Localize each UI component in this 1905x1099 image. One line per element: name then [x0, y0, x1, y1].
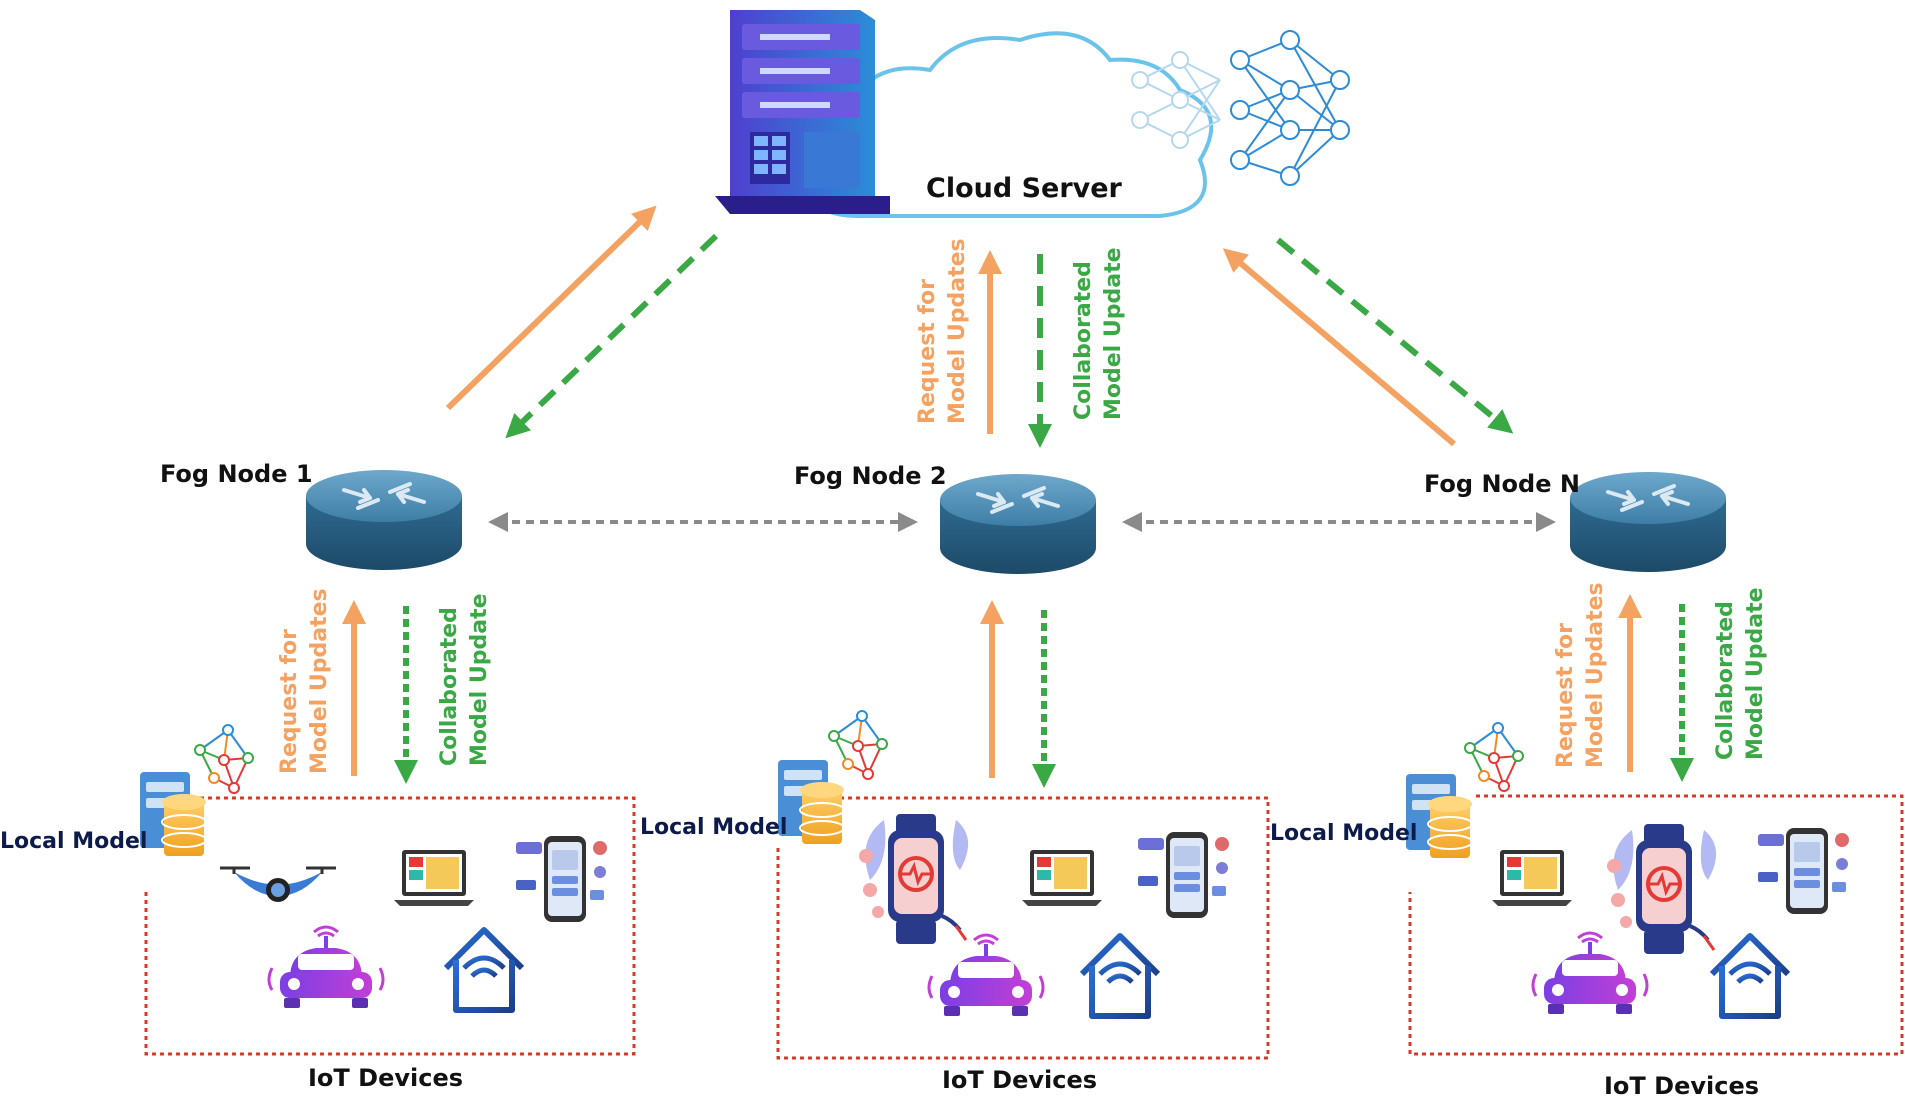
iot-cluster-n: Local Model IoT Devices [1270, 722, 1904, 1099]
local-model-label: Local Model [640, 815, 787, 840]
request-arrow-fog1-cloud [445, 205, 657, 411]
update-arrow-cloud-fog1 [505, 233, 719, 439]
request-label-iot1-line1: Request for [277, 629, 302, 774]
cloud-server: Cloud Server [715, 10, 1350, 218]
collab-label-iot1-line2: Model Update [467, 593, 492, 766]
iot-devices-caption: IoT Devices [942, 1066, 1097, 1094]
smart-home-icon [1082, 936, 1158, 1016]
collab-label-fog2-line2: Model Update [1101, 247, 1126, 420]
fog-node-2-label: Fog Node 2 [794, 462, 947, 490]
iot-cluster-2: Local Model IoT Devices [640, 710, 1270, 1094]
connected-car-icon [1531, 931, 1649, 1016]
smartphone-icon [1138, 832, 1229, 918]
update-arrow-cloud-fogN [1276, 237, 1514, 434]
smart-home-icon [1712, 936, 1788, 1016]
laptop-icon [1022, 850, 1102, 906]
collab-label-fog2-line1: Collaborated [1071, 261, 1096, 420]
cluster-boundary [144, 796, 636, 1056]
model-graph-icon [828, 710, 888, 780]
local-model-icon [139, 771, 207, 857]
smartphone-icon [1758, 828, 1849, 914]
smart-home-icon [446, 930, 522, 1010]
collab-label-iotN-line1: Collaborated [1713, 601, 1738, 760]
connected-car-icon [267, 925, 385, 1010]
laptop-icon [1492, 850, 1572, 906]
cluster-boundary [1408, 794, 1904, 1056]
fog-node-n-label: Fog Node N [1424, 470, 1580, 498]
router-icon [304, 468, 464, 572]
smartwatch-health-icon [857, 812, 971, 946]
collab-label-iotN-line2: Model Update [1743, 587, 1768, 760]
request-arrow-fogN-cloud [1222, 248, 1456, 447]
local-model-icon [777, 759, 845, 845]
smartphone-icon [516, 836, 607, 922]
smartwatch-health-icon [1605, 822, 1719, 956]
iot-cluster-1: Local Model IoT Devices [0, 724, 636, 1092]
laptop-icon [394, 850, 474, 906]
router-icon [938, 472, 1098, 576]
local-model-label: Local Model [0, 829, 147, 854]
model-graph-icon [194, 724, 254, 794]
drone-icon [218, 866, 338, 904]
fog-node-1: Fog Node 1 [160, 460, 464, 572]
request-label-iot1-line2: Model Updates [307, 588, 332, 774]
fog-iot-links [342, 594, 1694, 788]
collab-label-iot1-line1: Collaborated [437, 607, 462, 766]
neural-network-icon [1131, 30, 1350, 186]
model-graph-icon [1464, 722, 1524, 792]
cloud-server-label: Cloud Server [926, 173, 1123, 204]
fog-node-1-label: Fog Node 1 [160, 460, 313, 488]
cluster-boundary [776, 796, 1270, 1060]
router-icon [1568, 470, 1728, 574]
request-label-iotN-line1: Request for [1553, 623, 1578, 768]
iot-devices-caption: IoT Devices [1604, 1072, 1759, 1099]
cloud-fog-links [445, 205, 1514, 448]
iot-devices-caption: IoT Devices [308, 1064, 463, 1092]
request-label-fog2-line1: Request for [915, 279, 940, 424]
request-label-fog2-line2: Model Updates [945, 238, 970, 424]
fog-node-2: Fog Node 2 [794, 462, 1098, 576]
local-model-label: Local Model [1270, 821, 1417, 846]
connected-car-icon [927, 933, 1045, 1018]
server-tower-icon [715, 10, 890, 214]
request-label-iotN-line2: Model Updates [1583, 582, 1608, 768]
fog-node-n: Fog Node N [1424, 470, 1728, 574]
